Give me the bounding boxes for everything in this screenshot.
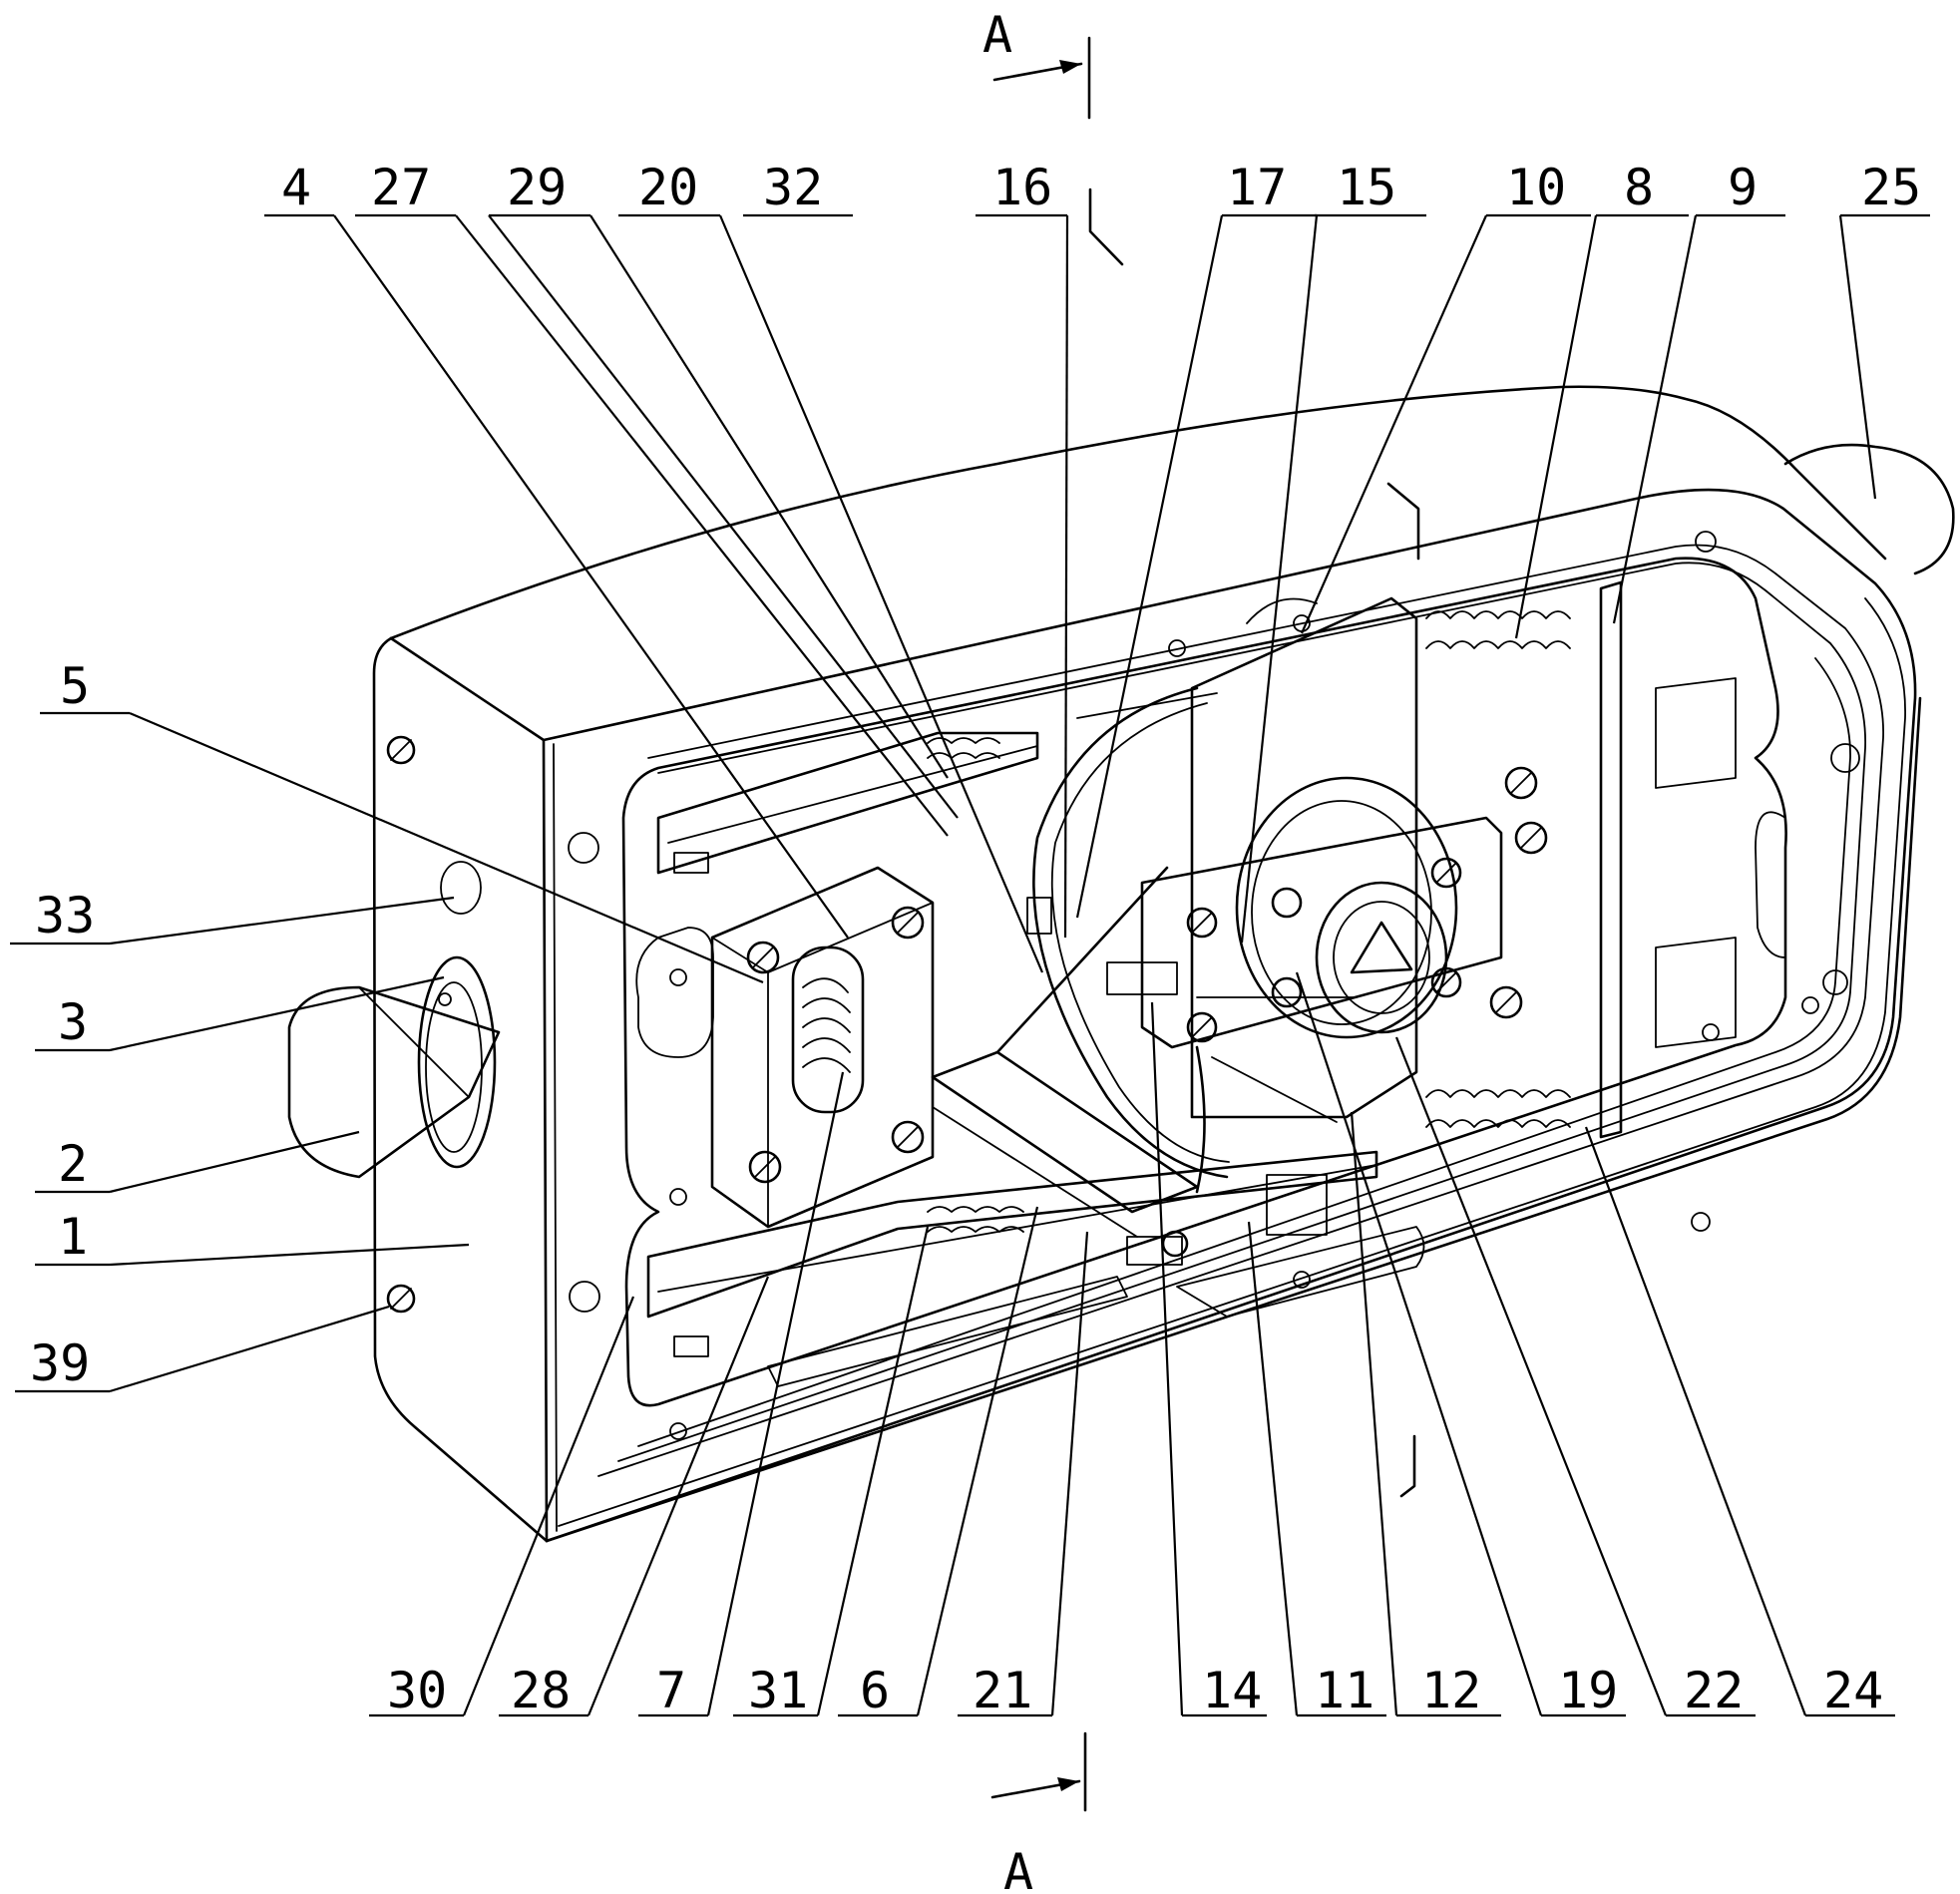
cam-plate [1140,816,1503,1049]
end-face-screws [386,735,482,1314]
callout-39: 39 [30,1334,90,1392]
callout-labels: 4 27 29 20 32 16 17 15 10 8 9 25 5 33 3 … [30,159,1921,1719]
callout-31: 31 [748,1662,808,1719]
callout-30: 30 [387,1662,447,1719]
cut-plane-marks [1088,188,1420,1498]
cylinder-drum [1235,776,1458,1039]
inner-cavity [621,557,1787,1407]
callout-17: 17 [1227,159,1287,216]
section-letter-bottom: A [1003,1843,1033,1894]
callout-11: 11 [1315,1662,1374,1719]
callout-9: 9 [1728,159,1758,216]
rim-mounting-holes [568,531,1860,1440]
callout-14: 14 [1202,1662,1262,1719]
callout-22: 22 [1684,1662,1744,1719]
section-line-a-bottom: A [990,1731,1087,1894]
callout-25: 25 [1861,159,1921,216]
callout-33: 33 [35,887,95,945]
callout-6: 6 [860,1662,890,1719]
callout-19: 19 [1558,1662,1618,1719]
rear-knob [1783,443,1955,575]
callout-24: 24 [1823,1662,1883,1719]
callout-20: 20 [638,159,698,216]
callout-10: 10 [1506,159,1566,216]
callout-1: 1 [58,1208,88,1266]
latch-bolt [287,955,501,1179]
callout-7: 7 [656,1662,686,1719]
leader-lines [10,213,1930,1717]
small-springs [927,737,1024,1233]
callout-5: 5 [60,657,90,715]
callout-3: 3 [58,993,88,1051]
callout-16: 16 [992,159,1052,216]
callout-27: 27 [371,159,431,216]
callout-29: 29 [507,159,567,216]
callout-32: 32 [763,159,823,216]
callout-15: 15 [1337,159,1396,216]
callout-8: 8 [1624,159,1654,216]
callout-4: 4 [281,159,311,216]
callout-28: 28 [511,1662,571,1719]
right-springs [1425,580,1737,1139]
callout-12: 12 [1421,1662,1481,1719]
rotor-block [1190,596,1418,1123]
guide-bars [646,731,1425,1387]
slider-block [710,866,935,1229]
callout-21: 21 [973,1662,1032,1719]
bottom-link [1126,1174,1328,1266]
section-letter-top: A [982,6,1012,64]
callout-2: 2 [58,1135,88,1193]
section-line-a-top: A [982,6,1091,120]
housing-body [372,385,1922,1543]
